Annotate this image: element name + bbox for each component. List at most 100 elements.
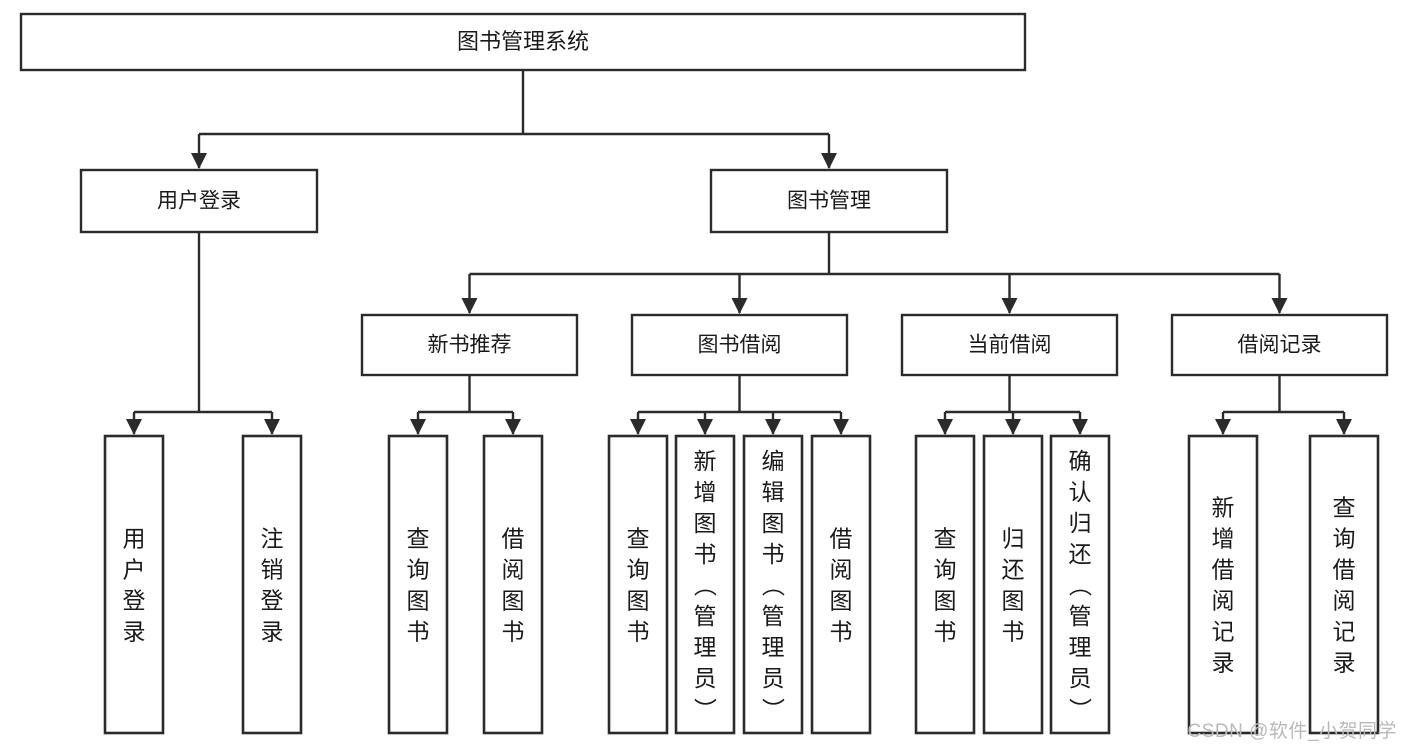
svg-text:登: 登 bbox=[261, 588, 284, 614]
svg-text:借: 借 bbox=[1212, 557, 1235, 583]
svg-text:销: 销 bbox=[261, 557, 284, 583]
svg-text:管: 管 bbox=[1069, 603, 1092, 629]
svg-text:确: 确 bbox=[1069, 448, 1092, 474]
connector-arrowhead bbox=[505, 419, 521, 435]
svg-text:归: 归 bbox=[1069, 510, 1092, 536]
svg-text:查: 查 bbox=[1333, 495, 1356, 521]
svg-text:阅: 阅 bbox=[830, 557, 853, 583]
svg-text:（: （ bbox=[1067, 574, 1093, 597]
svg-text:借: 借 bbox=[1333, 557, 1356, 583]
svg-text:图: 图 bbox=[1002, 588, 1025, 614]
node-leaf-2-3[interactable] bbox=[810, 434, 872, 735]
connector-arrowhead bbox=[765, 419, 781, 435]
connector-arrowhead bbox=[410, 419, 426, 435]
node-leaf-3-0[interactable] bbox=[914, 434, 976, 735]
connector-arrowhead bbox=[1001, 298, 1018, 314]
node-level2-1[interactable] bbox=[630, 313, 849, 377]
node-leaf-4-0[interactable] bbox=[1187, 434, 1259, 735]
node-label-leaf-0-0: 用户登录 bbox=[123, 526, 146, 645]
svg-text:书: 书 bbox=[627, 619, 650, 645]
svg-text:还: 还 bbox=[1002, 557, 1025, 583]
svg-text:书: 书 bbox=[502, 619, 525, 645]
svg-text:编: 编 bbox=[762, 448, 785, 474]
svg-text:阅: 阅 bbox=[1212, 588, 1235, 614]
svg-text:登: 登 bbox=[123, 588, 146, 614]
svg-text:阅: 阅 bbox=[1333, 588, 1356, 614]
connector-arrowhead bbox=[264, 419, 280, 435]
node-leaf-2-2[interactable] bbox=[742, 434, 804, 735]
svg-text:图: 图 bbox=[502, 588, 525, 614]
node-label-level2-0: 新书推荐 bbox=[428, 334, 512, 357]
svg-text:图: 图 bbox=[407, 588, 430, 614]
svg-text:（: （ bbox=[760, 574, 786, 597]
connector-arrowhead bbox=[630, 419, 646, 435]
svg-text:询: 询 bbox=[627, 557, 650, 583]
watermark-text: CSDN @软件_小贺同学 bbox=[1187, 721, 1397, 742]
svg-text:认: 认 bbox=[1069, 479, 1092, 505]
node-label-level1-1: 图书管理 bbox=[787, 190, 871, 213]
svg-text:书: 书 bbox=[1002, 619, 1025, 645]
connector-arrowhead bbox=[821, 153, 837, 169]
connector-arrowhead bbox=[126, 419, 142, 435]
svg-text:图: 图 bbox=[934, 588, 957, 614]
node-leaf-2-1[interactable] bbox=[674, 434, 736, 735]
svg-text:查: 查 bbox=[934, 526, 957, 552]
svg-text:还: 还 bbox=[1069, 541, 1092, 567]
svg-text:录: 录 bbox=[261, 619, 284, 645]
svg-text:理: 理 bbox=[1069, 634, 1092, 660]
connector-arrowhead bbox=[1271, 298, 1288, 314]
svg-text:员: 员 bbox=[762, 665, 785, 691]
svg-text:员: 员 bbox=[694, 665, 717, 691]
svg-text:增: 增 bbox=[694, 479, 717, 505]
svg-text:新: 新 bbox=[1212, 495, 1235, 521]
node-leaf-0-0[interactable] bbox=[103, 434, 165, 735]
node-leaf-3-1[interactable] bbox=[982, 434, 1044, 735]
node-root-图书管理系统[interactable] bbox=[19, 12, 1027, 72]
node-label-level2-2: 当前借阅 bbox=[968, 334, 1052, 357]
node-level2-0[interactable] bbox=[360, 313, 579, 377]
node-label-level2-1: 图书借阅 bbox=[698, 334, 782, 357]
node-leaf-1-0[interactable] bbox=[387, 434, 449, 735]
connector-arrowhead bbox=[833, 419, 849, 435]
node-level2-3[interactable] bbox=[1170, 313, 1389, 377]
node-label-root: 图书管理系统 bbox=[457, 29, 589, 54]
node-leaf-0-1[interactable] bbox=[241, 434, 303, 735]
connector-arrowhead bbox=[697, 419, 713, 435]
svg-text:录: 录 bbox=[123, 619, 146, 645]
node-level1-1[interactable] bbox=[709, 168, 949, 234]
svg-text:录: 录 bbox=[1212, 650, 1235, 676]
svg-text:书: 书 bbox=[694, 541, 717, 567]
svg-text:图: 图 bbox=[694, 510, 717, 536]
svg-text:员: 员 bbox=[1069, 665, 1092, 691]
connector-arrowhead bbox=[461, 298, 478, 314]
node-level2-2[interactable] bbox=[900, 313, 1119, 377]
node-leaf-4-1[interactable] bbox=[1308, 434, 1380, 735]
svg-text:户: 户 bbox=[123, 557, 146, 583]
svg-text:询: 询 bbox=[1333, 526, 1356, 552]
svg-text:查: 查 bbox=[627, 526, 650, 552]
node-label-level2-3: 借阅记录 bbox=[1238, 334, 1322, 357]
svg-text:书: 书 bbox=[407, 619, 430, 645]
node-leaf-1-1[interactable] bbox=[482, 434, 544, 735]
connector-arrowhead bbox=[1336, 419, 1352, 435]
svg-text:）: ） bbox=[760, 698, 786, 721]
svg-text:查: 查 bbox=[407, 526, 430, 552]
node-leaf-2-0[interactable] bbox=[607, 434, 669, 735]
svg-text:（: （ bbox=[692, 574, 718, 597]
svg-text:询: 询 bbox=[934, 557, 957, 583]
connector-arrowhead bbox=[1072, 419, 1088, 435]
svg-text:管: 管 bbox=[694, 603, 717, 629]
svg-text:增: 增 bbox=[1212, 526, 1235, 552]
node-leaf-3-2[interactable] bbox=[1049, 434, 1111, 735]
